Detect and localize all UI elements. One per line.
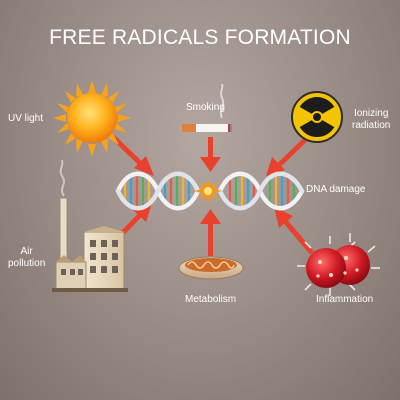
label-air-pollution: Air pollution	[8, 246, 45, 270]
damage-spark-icon	[194, 179, 222, 204]
sun-icon	[53, 80, 131, 157]
arrow-metabolism-to-dna	[200, 209, 221, 256]
label-ionizing-radiation: Ionizing radiation	[352, 108, 390, 132]
arrow-smoking-to-dna	[200, 137, 221, 172]
label-metabolism: Metabolism	[185, 294, 237, 305]
dna-helix-icon	[115, 171, 305, 211]
mitochondrion-icon	[178, 256, 244, 280]
inflammation-cells-icon	[297, 233, 380, 296]
label-smoking: Smoking	[186, 102, 225, 113]
arrow-uv-to-dna	[110, 134, 154, 176]
factory-icon	[52, 159, 128, 292]
arrow-radiation-to-dna	[266, 138, 307, 176]
radiation-icon	[291, 91, 343, 143]
label-pollution-line2: pollution	[8, 258, 46, 269]
cigarette-icon	[182, 83, 232, 132]
label-air-line1: Air	[20, 246, 33, 257]
label-ionizing-line1: Ionizing	[353, 108, 389, 119]
arrow-inflammation-to-dna	[274, 207, 314, 255]
label-dna-damage: DNA damage	[306, 184, 366, 195]
label-uv-light: UV light	[8, 113, 44, 124]
page-title: FREE RADICALS FORMATION	[49, 26, 351, 49]
label-ionizing-line2: radiation	[352, 120, 391, 131]
label-inflammation: Inflammation	[316, 294, 374, 305]
